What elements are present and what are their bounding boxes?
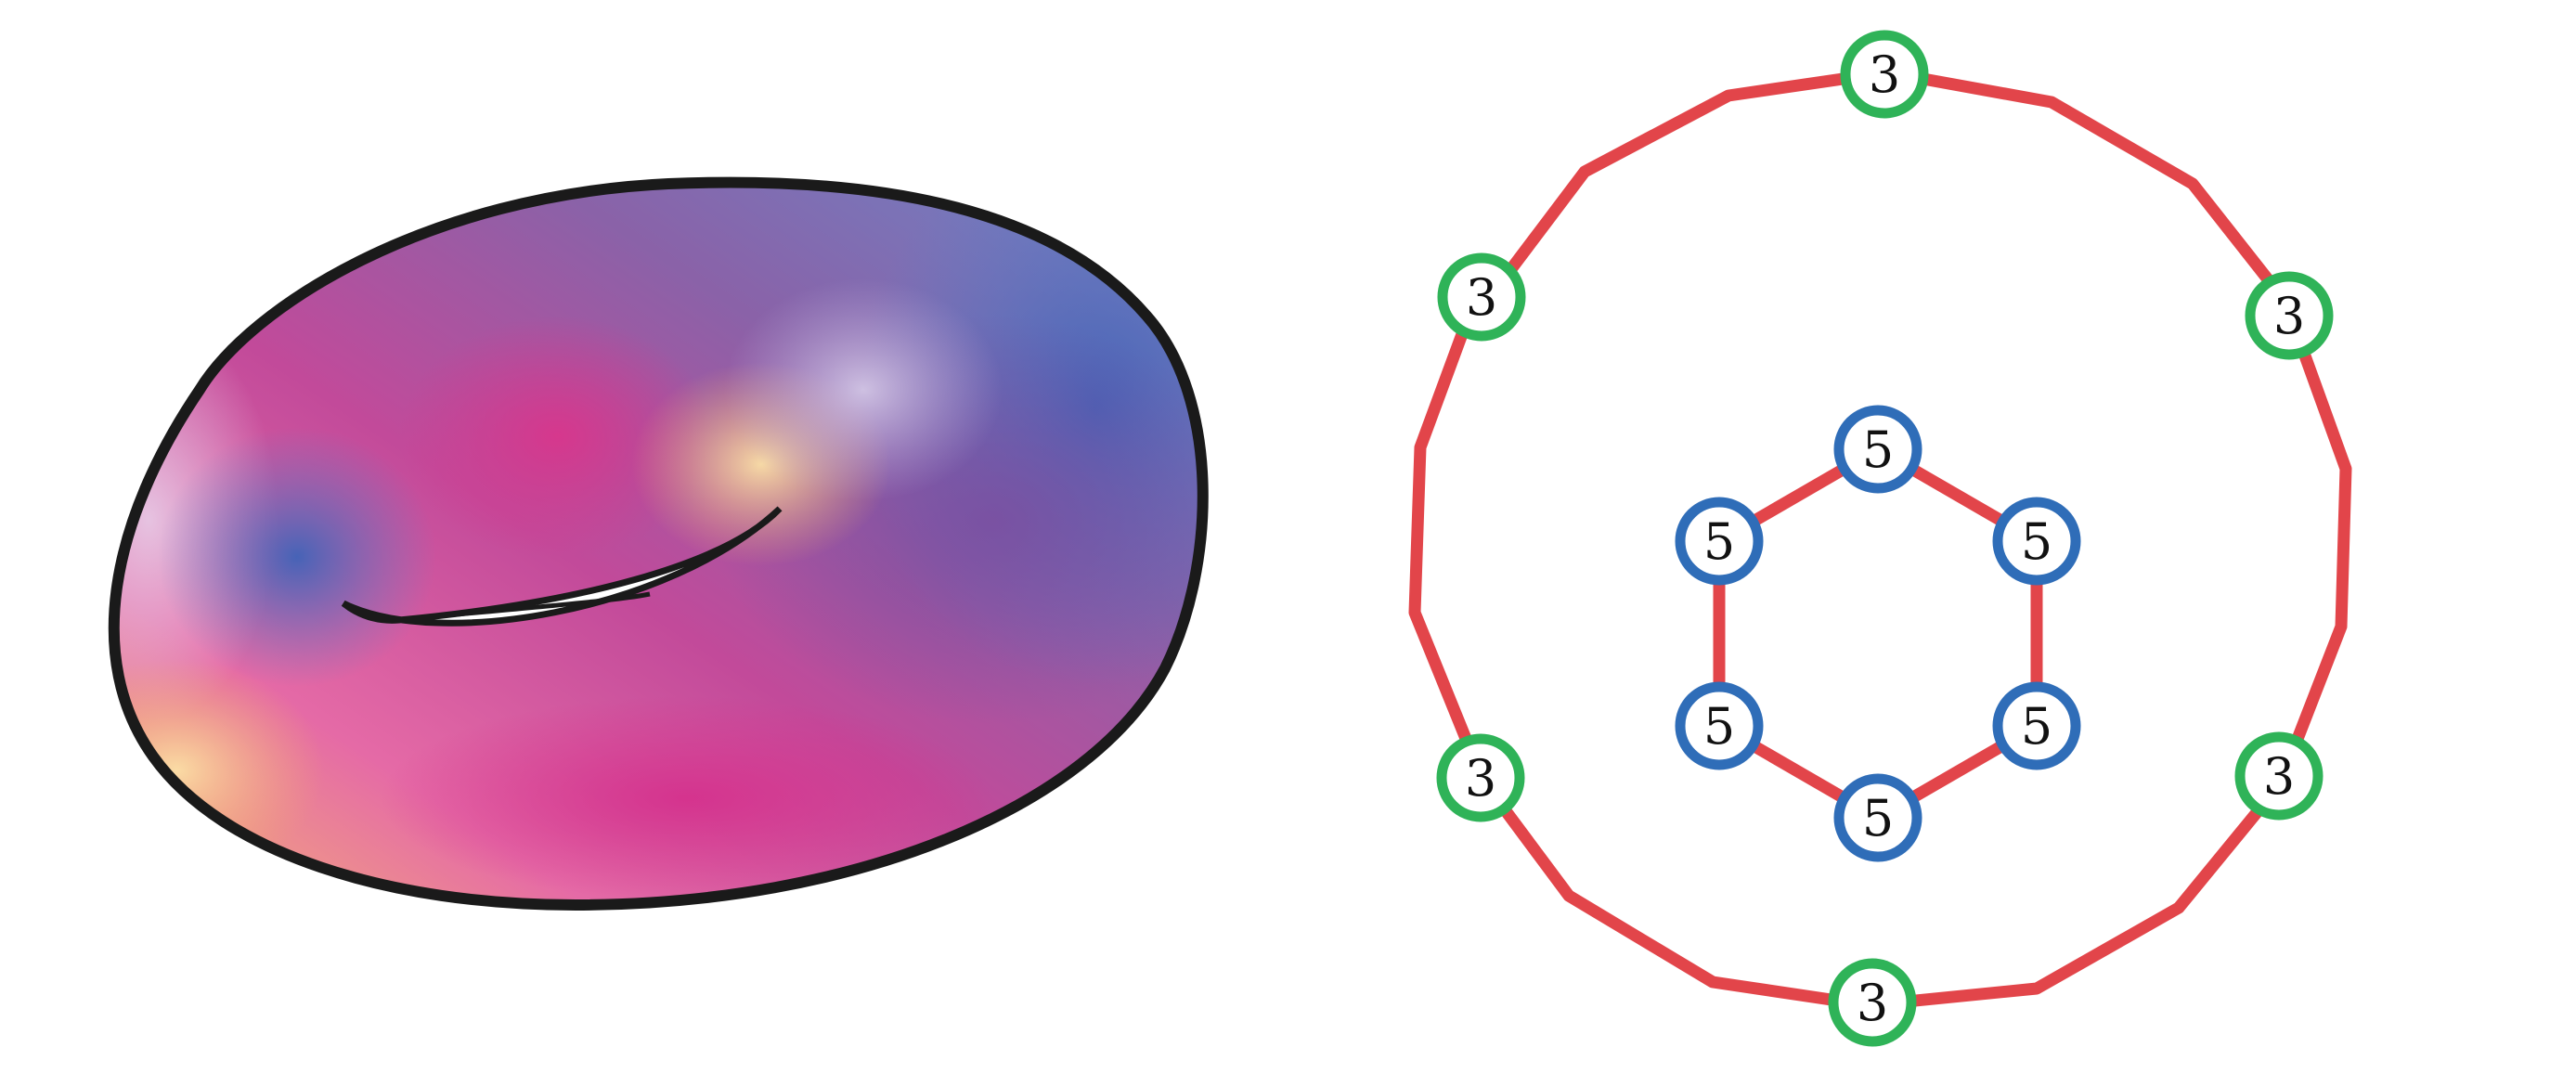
outer-node-5: 3 — [1436, 733, 1525, 822]
inner-node-circle — [1992, 681, 2081, 770]
inner-node-circle — [1833, 405, 1922, 494]
inner-node-circle — [1992, 497, 2081, 586]
torus-hole — [341, 506, 783, 627]
graph: 3 3 3 3 3 3 5 5 5 5 5 5 — [1408, 30, 2352, 1047]
inner-node-3: 5 — [1992, 681, 2081, 770]
inner-node-label: 5 — [1862, 789, 1894, 847]
inner-node-label: 5 — [1862, 420, 1894, 479]
outer-ring-nodes: 3 3 3 3 3 3 — [1436, 30, 2334, 1047]
outer-node-2: 3 — [2245, 271, 2334, 360]
outer-node-label: 3 — [2273, 287, 2305, 345]
outer-node-circle — [2245, 271, 2334, 360]
outer-node-1: 3 — [1840, 30, 1929, 119]
outer-ring-edges — [1408, 66, 2352, 1012]
inner-node-1: 5 — [1833, 405, 1922, 494]
outer-node-label: 3 — [1465, 749, 1496, 808]
outer-node-4: 3 — [1828, 958, 1917, 1047]
inner-node-2: 5 — [1992, 497, 2081, 586]
outer-node-label: 3 — [2263, 747, 2295, 806]
inner-node-6: 5 — [1675, 497, 1764, 586]
outer-node-label: 3 — [1857, 974, 1888, 1032]
outer-node-circle — [1840, 30, 1929, 119]
outer-node-label: 3 — [1869, 45, 1900, 104]
outer-node-circle — [2234, 731, 2324, 821]
inner-node-label: 5 — [2021, 512, 2052, 571]
inner-ring-nodes: 5 5 5 5 5 5 — [1675, 405, 2081, 862]
torus-hole-lip — [398, 591, 651, 623]
torus — [108, 176, 1209, 911]
inner-node-5: 5 — [1675, 681, 1764, 770]
outer-node-circle — [1828, 958, 1917, 1047]
outer-node-6: 3 — [1437, 252, 1526, 342]
inner-node-circle — [1833, 773, 1922, 862]
inner-ring-edges — [1713, 443, 2043, 824]
outer-node-circle — [1436, 733, 1525, 822]
inner-node-4: 5 — [1833, 773, 1922, 862]
outer-node-circle — [1437, 252, 1526, 342]
outer-node-label: 3 — [1466, 268, 1497, 327]
inner-node-circle — [1675, 497, 1764, 586]
outer-node-3: 3 — [2234, 731, 2324, 821]
torus-outline — [108, 176, 1209, 911]
torus-shading — [113, 182, 1203, 900]
inner-node-label: 5 — [1703, 512, 1735, 571]
inner-node-circle — [1675, 681, 1764, 770]
inner-node-label: 5 — [1703, 697, 1735, 756]
inner-node-label: 5 — [2021, 697, 2052, 756]
